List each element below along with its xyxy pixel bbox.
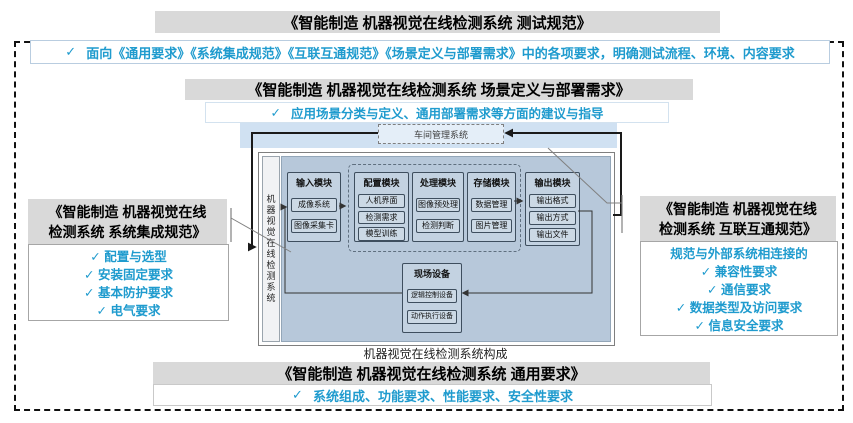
check-icon: ✓ (270, 106, 281, 120)
check-icon: ✓ (65, 44, 77, 59)
sub-box: 输出文件 (529, 228, 576, 242)
module-process: 处理模块 图像预处理 检测判断 (412, 172, 464, 242)
module-config: 配置模块 人机界面 检测需求 模型训练 (354, 172, 409, 242)
sub-box: 检测需求 (358, 210, 405, 225)
check-icon: ✓ (292, 387, 303, 402)
check-icon: ✓ (694, 319, 705, 333)
check-icon: ✓ (84, 286, 95, 300)
list-intro: 规范与外部系统相连接的 (670, 247, 808, 261)
sub-box: 图像预处理 (416, 198, 460, 212)
list-item: ✓ 数据类型及访问要求 (675, 301, 803, 315)
check-icon: ✓ (96, 304, 107, 318)
sub-box: 成像系统 (291, 198, 337, 212)
scene-spec-title: 《智能制造 机器视觉在线检测系统 场景定义与部署需求》 (247, 82, 631, 99)
list-item: ✓ 电气要求 (96, 304, 161, 318)
scene-spec-note-bar: ✓ 应用场景分类与定义、通用部署需求等方面的建议与指导 (205, 102, 669, 123)
sub-box: 人机界面 (358, 194, 405, 208)
list-item: ✓ 安装固定要求 (84, 268, 173, 282)
scene-spec-title-bar: 《智能制造 机器视觉在线检测系统 场景定义与部署需求》 (185, 79, 693, 100)
module-storage: 存储模块 数据管理 图片管理 (467, 172, 516, 242)
field-device-box: 现场设备 逻辑控制设备 动作执行设备 (402, 263, 462, 333)
check-icon: ✓ (90, 250, 101, 264)
list-item: ✓ 配置与选型 (90, 250, 167, 264)
list-item: ✓ 基本防护要求 (84, 286, 173, 300)
integration-spec-list: ✓ 配置与选型 ✓ 安装固定要求 ✓ 基本防护要求 ✓ 电气要求 (28, 244, 229, 321)
module-input: 输入模块 成像系统 图像采集卡 (287, 172, 341, 242)
module-output: 输出模块 输出格式 输出方式 输出文件 (525, 172, 580, 246)
vision-system-label: 机器视觉在线检测系统 (265, 194, 276, 304)
scene-spec-note: 应用场景分类与定义、通用部署需求等方面的建议与指导 (290, 107, 604, 121)
sub-box: 图像采集卡 (291, 219, 337, 233)
sub-box: 逻辑控制设备 (406, 289, 458, 303)
interconnect-spec-title: 《智能制造 机器视觉在线 检测系统 互联互通规范》 (640, 196, 836, 241)
general-req-note-bar: ✓ 系统组成、功能要求、性能要求、安全性要求 (153, 384, 712, 406)
diagram-caption: 机器视觉在线检测系统构成 (363, 347, 508, 361)
general-req-title: 《智能制造 机器视觉在线检测系统 通用要求》 (277, 365, 586, 383)
sub-box: 图片管理 (470, 219, 513, 233)
workshop-management-system-box: 车间管理系统 (378, 124, 504, 144)
general-req-note: 系统组成、功能要求、性能要求、安全性要求 (312, 388, 573, 404)
check-icon: ✓ (700, 265, 712, 279)
check-icon: ✓ (675, 301, 687, 315)
sub-box: 数据管理 (470, 198, 513, 212)
list-item: ✓ 兼容性要求 (700, 265, 778, 279)
sub-box: 检测判断 (416, 219, 460, 233)
list-item: ✓ 通信要求 (707, 283, 771, 297)
test-spec-note-bar: ✓ 面向《通用要求》《系统集成规范》《互联互通规范》《场景定义与部署需求》中的各… (30, 40, 830, 64)
check-icon: ✓ (84, 268, 95, 282)
vision-system-label-strip: 机器视觉在线检测系统 (262, 156, 280, 342)
interconnect-spec-list: 规范与外部系统相连接的 ✓ 兼容性要求 ✓ 通信要求 ✓ 数据类型及访问要求 ✓… (640, 241, 838, 336)
integration-spec-title: 《智能制造 机器视觉在线 检测系统 系统集成规范》 (28, 199, 227, 244)
list-item: ✓ 信息安全要求 (694, 319, 784, 333)
test-spec-note: 面向《通用要求》《系统集成规范》《互联互通规范》《场景定义与部署需求》中的各项要… (86, 45, 795, 61)
general-req-title-bar: 《智能制造 机器视觉在线检测系统 通用要求》 (153, 362, 710, 384)
check-icon: ✓ (707, 283, 718, 297)
sub-box: 模型训练 (358, 227, 405, 242)
test-spec-title-bar: 《智能制造 机器视觉在线检测系统 测试规范》 (155, 11, 720, 33)
sub-box: 动作执行设备 (406, 310, 458, 324)
test-spec-title: 《智能制造 机器视觉在线检测系统 测试规范》 (283, 14, 592, 32)
sub-box: 输出格式 (529, 194, 576, 208)
sub-box: 输出方式 (529, 211, 576, 225)
